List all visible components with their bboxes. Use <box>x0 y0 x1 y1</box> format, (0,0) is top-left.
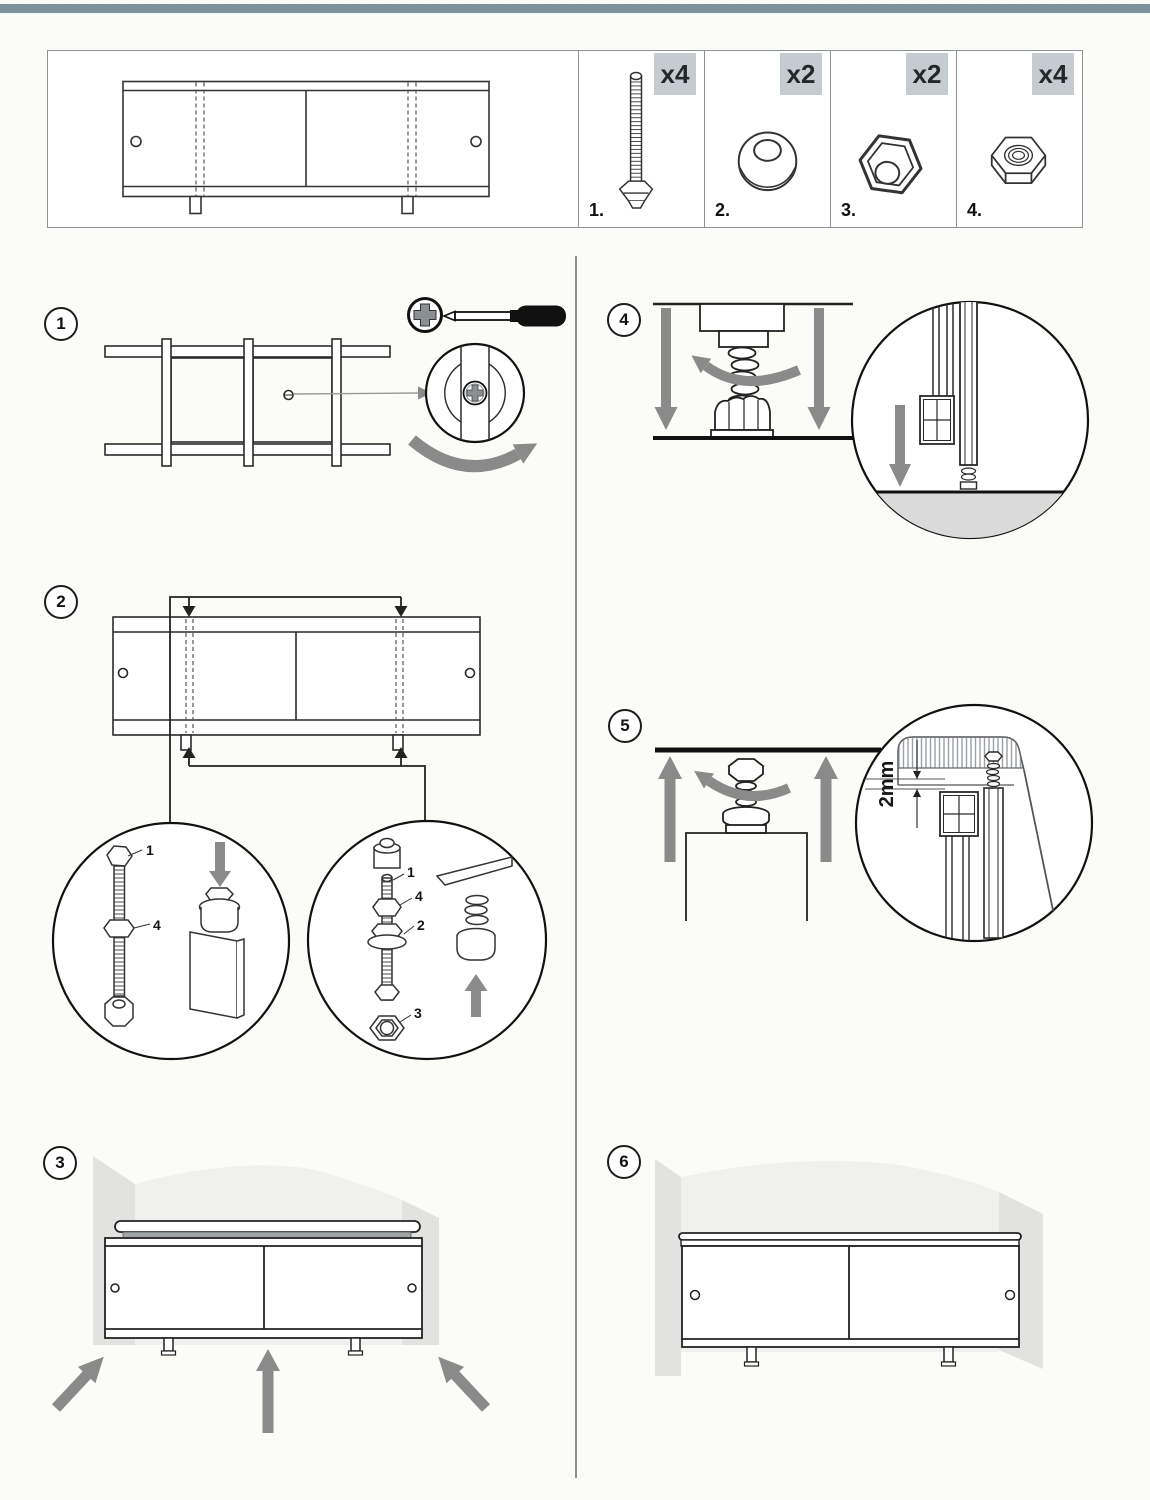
product-cell <box>48 51 578 227</box>
lower-arrow-right <box>807 308 831 430</box>
part-number-label: 3. <box>841 200 857 220</box>
step-1-illustration <box>104 297 566 473</box>
part-number-label: 4. <box>967 200 983 220</box>
rod-end-hex <box>374 984 400 1001</box>
rod-hex-head <box>106 845 133 867</box>
turn-to-raise-arrow <box>694 770 792 801</box>
phillips-screwdriver-icon <box>407 297 566 333</box>
step-3-illustration <box>51 1156 491 1433</box>
top-rod-detail-circle: 1 4 <box>51 821 291 1061</box>
part-cell-1: x4 1. <box>578 51 704 227</box>
quantity-badge: x4 <box>654 53 696 95</box>
lower-arrow-left <box>654 308 678 430</box>
step-4-badge: 4 <box>607 303 641 337</box>
quantity-badge: x4 <box>1032 53 1074 95</box>
insert-down-arrow <box>209 842 231 887</box>
raise-arrow-left <box>658 756 682 862</box>
gap-measurement-label: 2mm <box>876 761 898 808</box>
step-6-illustration <box>655 1159 1043 1376</box>
rod-position-guides <box>185 619 404 733</box>
loose-hex-nut <box>103 996 135 1027</box>
floor-surface <box>852 493 1088 538</box>
step-3-number: 3 <box>55 1153 65 1172</box>
assembled-bottom-foot <box>435 856 513 961</box>
callout-flange: 2 <box>417 917 425 933</box>
step-6-badge: 6 <box>607 1145 641 1179</box>
lower-arrow-detail <box>889 405 911 487</box>
frame-top-view <box>104 338 391 467</box>
insert-from-bottom-connector <box>182 747 426 820</box>
foot-nut <box>714 395 771 431</box>
part-cell-2: x2 2. <box>704 51 830 227</box>
panel-rail-cross-section <box>919 302 978 490</box>
hex-nut-on-rod <box>103 919 135 938</box>
tub-wall-line <box>1023 769 1056 921</box>
hex-nut-icon <box>990 136 1047 185</box>
bottom-foot-detail-circle: 1 4 2 3 <box>306 819 548 1061</box>
bath-panel-front-view <box>122 80 490 215</box>
rail-adjuster-screw <box>984 751 1003 788</box>
part-number-label: 2. <box>715 200 731 220</box>
quantity-badge: x2 <box>906 53 948 95</box>
phillips-screw-icon <box>466 384 484 402</box>
panel-top-cross-section <box>685 832 808 921</box>
raise-arrow-right <box>814 756 838 862</box>
insert-from-top-connector <box>169 596 408 822</box>
gap-detail-circle: 2mm <box>854 703 1094 943</box>
panel-outline <box>122 80 490 215</box>
step-5-badge: 5 <box>608 709 642 743</box>
part-cell-4: x4 4. <box>956 51 1082 227</box>
step-5-illustration: 2mm <box>655 703 1094 943</box>
callout-rod: 1 <box>407 864 415 880</box>
panel-profile-cross-section <box>939 751 1004 941</box>
callout-nut: 4 <box>153 917 161 933</box>
bath-panel-front-view <box>112 616 481 751</box>
callout-cap: 3 <box>414 1005 422 1021</box>
turn-to-lower-arrow <box>691 355 801 387</box>
floor-contact-detail-circle <box>850 300 1090 540</box>
foot-screw-assembly <box>699 303 785 439</box>
step-2-illustration: 1 4 <box>51 596 548 1061</box>
callout-nut: 4 <box>415 888 423 904</box>
push-arrow-left <box>51 1356 104 1412</box>
step-2-number: 2 <box>56 592 66 611</box>
step-1-badge: 1 <box>44 307 78 341</box>
step-6-number: 6 <box>619 1152 629 1171</box>
installed-bath-panel <box>678 1232 1022 1367</box>
threaded-rod-icon <box>618 71 654 209</box>
foot-position-guides <box>195 82 417 196</box>
loose-cap-nut <box>369 1015 405 1041</box>
step-4-number: 4 <box>619 310 629 329</box>
part-number-label: 1. <box>589 200 605 220</box>
step-4-illustration <box>653 300 1090 540</box>
column-divider <box>575 256 577 1478</box>
leader-arrow <box>293 386 432 400</box>
gap-dimension: 2mm <box>865 740 945 828</box>
part-cell-3: x2 3. <box>830 51 956 227</box>
push-into-place-arrows <box>51 1349 491 1433</box>
bath-panel <box>104 1237 423 1356</box>
hex-nut-mid <box>372 898 402 917</box>
cap-nut-top <box>373 837 401 869</box>
push-arrow-center <box>256 1349 280 1433</box>
step-1-number: 1 <box>56 314 66 333</box>
bathtub-rim <box>114 1220 421 1240</box>
step-5-number: 5 <box>620 716 630 735</box>
screw-detail-circle <box>424 342 526 444</box>
flange-nut-icon <box>737 131 798 192</box>
parts-overview-panel: x4 1. x2 <box>47 50 1083 228</box>
flange-nut-mid <box>367 923 407 950</box>
top-adjuster-screw <box>685 758 808 921</box>
cap-nut-icon <box>858 134 923 195</box>
callout-rod: 1 <box>146 842 154 858</box>
insert-up-arrow <box>464 974 488 1017</box>
rotate-clockwise-arrow <box>408 435 538 473</box>
step-3-badge: 3 <box>43 1146 77 1180</box>
header-accent-bar <box>0 4 1150 13</box>
quantity-badge: x2 <box>780 53 822 95</box>
step-2-badge: 2 <box>44 585 78 619</box>
push-arrow-right <box>438 1356 491 1412</box>
assembled-top-adjuster <box>189 887 245 1019</box>
